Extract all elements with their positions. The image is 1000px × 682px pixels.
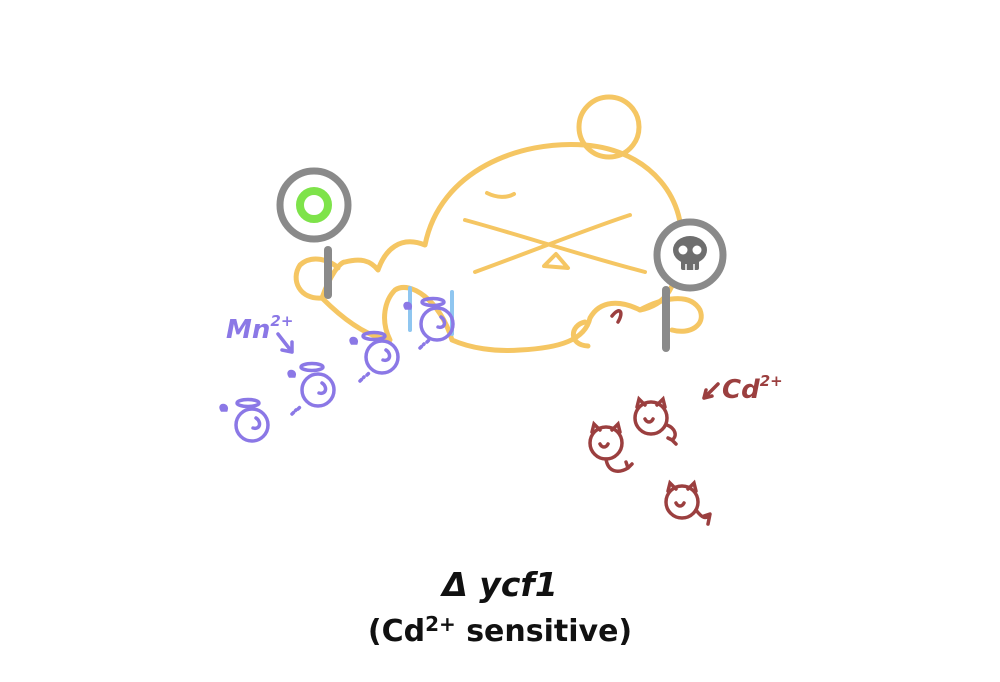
creature-left-paw [570,319,591,349]
manganese-ions [219,296,455,443]
skull-icon [673,236,707,270]
creature-ear [576,94,642,160]
angel-ion-icon [403,296,455,350]
angel-ion-icon [219,397,270,443]
creature-brow [485,191,516,199]
subtitle-suffix: sensitive) [455,614,633,649]
skull-sign-icon [653,218,727,352]
subtitle-charge: 2+ [425,612,456,636]
mn-label: Mn2+ [226,312,293,345]
cadmium-ions [588,309,720,526]
cd-arrow [702,382,720,400]
cell-creature [293,94,704,353]
devil-ion-icon [588,420,634,473]
creature-body [319,141,684,353]
angel-ion-icon [349,330,400,383]
creature-eye-line-2 [473,213,632,274]
angel-ion-icon [287,361,336,416]
devil-ion-icon [664,479,712,526]
devil-ion-icon [633,395,678,446]
happy-sign-icon [276,167,352,299]
strain-phenotype: (Cd2+ sensitive) [0,612,1000,649]
subtitle-prefix: (Cd [367,614,426,649]
mn-arrow [276,332,294,354]
creature-mouth [542,252,570,270]
cd-label: Cd2+ [722,372,783,405]
strain-title: Δ ycf1 [442,565,558,604]
creature-right-arm [637,296,704,334]
transporter-cd-tail [610,309,623,324]
